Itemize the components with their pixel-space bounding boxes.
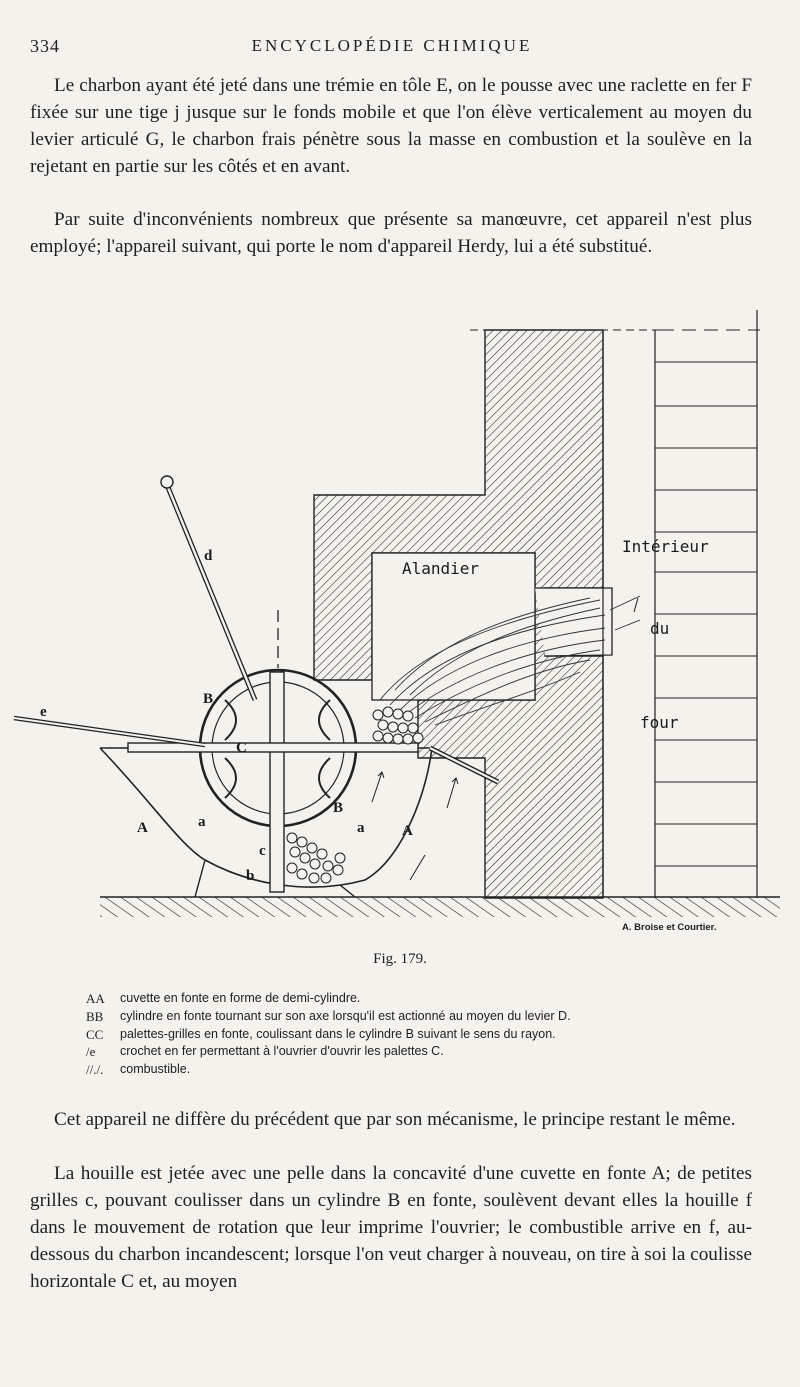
figure-legend: AA cuvette en fonte en forme de demi-cyli… bbox=[86, 990, 726, 1079]
label-alandier: Alandier bbox=[402, 559, 479, 578]
journal-title: ENCYCLOPÉDIE CHIMIQUE bbox=[251, 36, 533, 55]
legend-text: palettes-grilles en fonte, coulissant da… bbox=[120, 1026, 556, 1041]
label-du: du bbox=[650, 619, 669, 638]
label-a-small-right: a bbox=[357, 820, 365, 836]
legend-key: CC bbox=[86, 1026, 104, 1042]
legend-row: BB cylindre en fonte tournant sur son axe… bbox=[86, 1008, 726, 1026]
ramp bbox=[428, 745, 500, 785]
figure-179-illustration: Alandier Intérieur du four bbox=[13, 310, 780, 917]
label-c-upper: C bbox=[236, 740, 247, 756]
furnace-interior-bricks bbox=[602, 310, 760, 898]
label-d: d bbox=[204, 548, 213, 564]
label-b-lower: B bbox=[333, 800, 343, 816]
legend-row: CC palettes-grilles en fonte, coulissant … bbox=[86, 1026, 726, 1044]
rotating-cylinder bbox=[127, 610, 419, 893]
legend-key: //./. bbox=[86, 1062, 104, 1078]
lever-d bbox=[160, 475, 258, 701]
label-a-right: A bbox=[402, 823, 413, 839]
coal-lower bbox=[286, 832, 346, 884]
flame-lines bbox=[379, 595, 641, 726]
page-number: 334 bbox=[30, 36, 60, 56]
legend-key: BB bbox=[86, 1008, 104, 1024]
figure-caption: Fig. 179. bbox=[373, 951, 427, 967]
label-four: four bbox=[640, 713, 679, 732]
legend-key: /e bbox=[86, 1044, 96, 1060]
motion-arrows bbox=[371, 597, 639, 881]
legend-text: crochet en fer permettant à l'ouvrier d'… bbox=[120, 1044, 444, 1059]
engraver-credit: A. Broise et Courtier. bbox=[622, 922, 717, 933]
coal-upper bbox=[372, 706, 424, 745]
label-b-upper: B bbox=[203, 691, 213, 707]
label-b-small: b bbox=[246, 868, 254, 884]
paragraph-3: Cet appareil ne diffère du précédent que… bbox=[54, 1109, 736, 1130]
rod-e bbox=[13, 715, 206, 748]
paragraph-4: La houille est jetée avec une pelle dans… bbox=[30, 1163, 752, 1292]
legend-text: cuvette en fonte en forme de demi-cylind… bbox=[120, 991, 361, 1005]
legend-text: combustible. bbox=[120, 1062, 191, 1077]
label-e: e bbox=[40, 704, 47, 720]
legend-row: /e crochet en fer permettant à l'ouvrier … bbox=[86, 1043, 726, 1061]
paragraph-2: Par suite d'inconvénients nombreux que p… bbox=[30, 209, 752, 257]
legend-row: AA cuvette en fonte en forme de demi-cyli… bbox=[86, 990, 726, 1008]
label-a-small-left: a bbox=[198, 814, 206, 830]
cuvette-basin bbox=[99, 747, 433, 898]
legend-row: //./. combustible. bbox=[86, 1061, 726, 1079]
ground-hatching bbox=[100, 896, 780, 917]
paragraph-1: Le charbon ayant été jeté dans une trémi… bbox=[30, 75, 752, 177]
legend-text: cylindre en fonte tournant sur son axe l… bbox=[120, 1008, 571, 1023]
label-c-small: c bbox=[259, 843, 266, 859]
running-head: 334 ENCYCLOPÉDIE CHIMIQUE bbox=[30, 36, 754, 60]
legend-key: AA bbox=[86, 991, 105, 1006]
label-interieur: Intérieur bbox=[622, 537, 709, 556]
label-a-left: A bbox=[137, 820, 148, 836]
